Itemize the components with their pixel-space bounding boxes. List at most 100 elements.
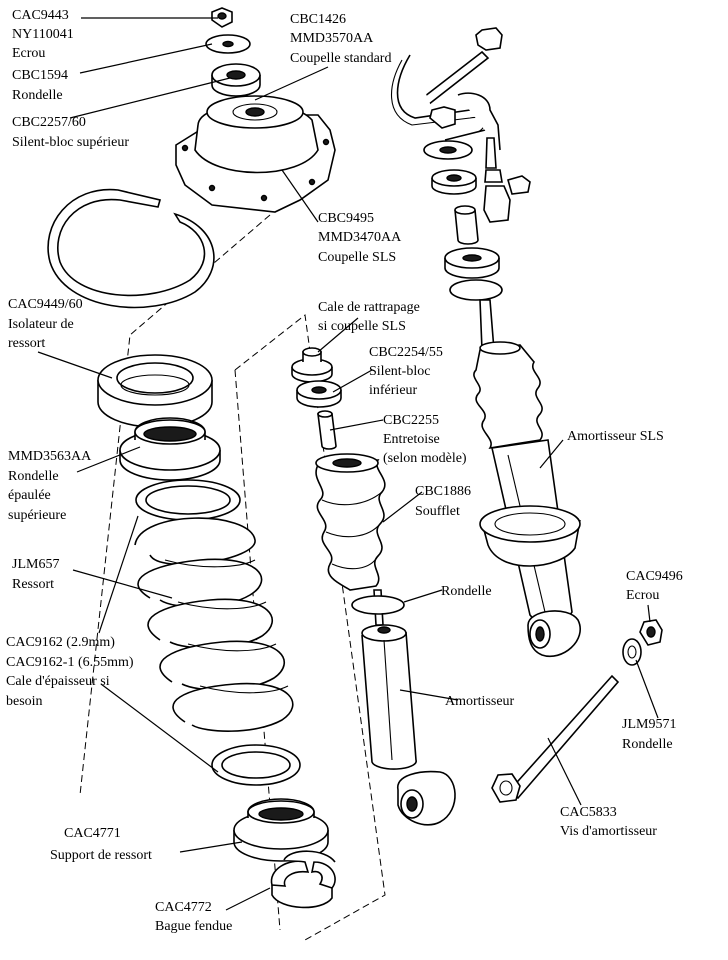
svg-text:Cale de rattrapage: Cale de rattrapage (318, 300, 420, 315)
label-cbc9495: CBC9495 MMD3470AA Coupelle SLS (318, 211, 402, 265)
lower-bushing-cbc2254 (296, 380, 342, 408)
svg-text:Coupelle SLS: Coupelle SLS (318, 250, 396, 265)
label-cbc1426: CBC1426 MMD3570AA Coupelle standard (290, 12, 391, 66)
label-cac5833: CAC5833 Vis d'amortisseur (560, 805, 657, 839)
svg-text:Vis d'amortisseur: Vis d'amortisseur (560, 824, 657, 839)
sls-damper-eye (527, 610, 581, 658)
svg-text:CBC1426: CBC1426 (290, 12, 346, 27)
sls-nut-top (429, 106, 456, 129)
label-cbc1886: CBC1886 Soufflet (415, 484, 471, 519)
svg-text:CAC9162 (2.9mm): CAC9162 (2.9mm) (6, 635, 115, 650)
spacer-cale-rattrapage (291, 347, 333, 383)
sls-pipe (391, 54, 501, 151)
svg-text:Silent-bloc: Silent-bloc (369, 364, 430, 379)
svg-text:CAC4772: CAC4772 (155, 900, 212, 915)
label-cac4771: CAC4771 Support de ressort (50, 826, 152, 863)
sls-spacer (454, 205, 479, 245)
svg-text:JLM9571: JLM9571 (622, 717, 676, 732)
svg-text:CAC4771: CAC4771 (64, 826, 121, 841)
upper-seat-mmd3563 (119, 417, 221, 481)
svg-text:CAC5833: CAC5833 (560, 805, 617, 820)
svg-text:CAC9449/60: CAC9449/60 (8, 297, 83, 312)
svg-text:JLM657: JLM657 (12, 557, 59, 572)
sls-gaiter (473, 341, 543, 450)
label-amortisseur: Amortisseur (445, 694, 515, 709)
sls-fittings (483, 137, 531, 223)
svg-text:Isolateur de: Isolateur de (8, 317, 74, 332)
washer-jlm9571 (622, 638, 642, 666)
svg-text:épaulée: épaulée (8, 488, 51, 503)
svg-text:Rondelle: Rondelle (441, 584, 492, 599)
svg-text:Silent-bloc supérieur: Silent-bloc supérieur (12, 135, 129, 150)
washer-rondelle-center (351, 595, 405, 615)
sls-washer-2 (449, 279, 503, 301)
svg-text:Rondelle: Rondelle (622, 737, 673, 752)
svg-text:CAC9496: CAC9496 (626, 569, 683, 584)
bolt-cac5833 (491, 674, 620, 803)
svg-text:CBC2255: CBC2255 (383, 413, 439, 428)
spring-cup-cbc1426 (175, 95, 336, 213)
spacer-cbc2255 (317, 410, 337, 450)
svg-text:CAC9443: CAC9443 (12, 8, 69, 23)
svg-text:si coupelle SLS: si coupelle SLS (318, 319, 406, 334)
gaiter-cbc1886 (315, 453, 386, 591)
label-jlm9571: JLM9571 Rondelle (622, 717, 676, 752)
svg-text:Ressort: Ressort (12, 577, 54, 592)
damper (361, 624, 456, 826)
svg-text:CBC1594: CBC1594 (12, 68, 68, 83)
spring-isolator-cac9449 (97, 354, 213, 428)
svg-text:ressort: ressort (8, 336, 45, 351)
svg-text:Amortisseur: Amortisseur (445, 694, 515, 709)
svg-text:CBC2257/60: CBC2257/60 (12, 115, 86, 130)
svg-text:CBC9495: CBC9495 (318, 211, 374, 226)
label-cac9162: CAC9162 (2.9mm) CAC9162-1 (6.55mm) Cale … (6, 635, 134, 709)
nut-cac9496 (639, 619, 663, 646)
svg-text:CAC9162-1 (6.55mm): CAC9162-1 (6.55mm) (6, 655, 134, 670)
nut-cac9443 (211, 7, 233, 28)
label-mmd3563: MMD3563AA Rondelle épaulée supérieure (8, 449, 92, 523)
svg-text:CBC1886: CBC1886 (415, 484, 471, 499)
svg-text:NY110041: NY110041 (12, 27, 74, 42)
svg-text:MMD3563AA: MMD3563AA (8, 449, 92, 464)
label-cbc2254: CBC2254/55 Silent-bloc inférieur (369, 345, 443, 398)
svg-text:inférieur: inférieur (369, 383, 418, 398)
svg-text:Bague fendue: Bague fendue (155, 919, 232, 934)
spring-seat-cac4771 (233, 798, 329, 862)
label-amortisseur-sls: Amortisseur SLS (567, 429, 664, 444)
label-cac9449: CAC9449/60 Isolateur de ressort (8, 297, 83, 351)
label-rondelle-center: Rondelle (441, 584, 492, 599)
shim-upper-cac9162 (135, 479, 241, 521)
shim-lower-cac9162 (211, 744, 301, 786)
label-cale-rattrapage: Cale de rattrapage si coupelle SLS (318, 300, 420, 334)
washer-ny110041 (205, 34, 251, 54)
coil-spring-jlm657 (134, 517, 294, 732)
label-cac9496: CAC9496 Ecrou (626, 569, 683, 603)
sls-bushing-upper (431, 169, 477, 195)
label-cbc2257: CBC2257/60 Silent-bloc supérieur (12, 115, 129, 150)
label-cac9443: CAC9443 NY110041 Ecrou (12, 8, 74, 61)
split-collar-cac4772 (270, 850, 336, 909)
svg-text:MMD3570AA: MMD3570AA (290, 31, 374, 46)
label-jlm657: JLM657 Ressort (12, 557, 59, 592)
svg-text:MMD3470AA: MMD3470AA (318, 230, 402, 245)
washer-cbc1594 (211, 63, 261, 97)
svg-text:besoin: besoin (6, 694, 43, 709)
retaining-plate (47, 188, 215, 309)
sls-bushing-lower (444, 247, 500, 279)
label-cbc2255: CBC2255 Entretoise (selon modèle) (383, 413, 467, 466)
label-cac4772: CAC4772 Bague fendue (155, 900, 232, 934)
sls-washer-1 (423, 140, 473, 160)
label-cbc1594: CBC1594 Rondelle (12, 68, 68, 103)
svg-text:Entretoise: Entretoise (383, 432, 440, 447)
svg-text:Ecrou: Ecrou (626, 588, 659, 603)
svg-text:Support de ressort: Support de ressort (50, 848, 152, 863)
svg-text:Coupelle standard: Coupelle standard (290, 51, 391, 66)
svg-text:(selon modèle): (selon modèle) (383, 451, 467, 466)
svg-text:Rondelle: Rondelle (8, 469, 59, 484)
svg-text:Cale d'épaisseur si: Cale d'épaisseur si (6, 674, 110, 689)
svg-text:Amortisseur SLS: Amortisseur SLS (567, 429, 664, 444)
svg-text:CBC2254/55: CBC2254/55 (369, 345, 443, 360)
leader-lines (37, 17, 659, 911)
svg-text:Ecrou: Ecrou (12, 46, 45, 61)
